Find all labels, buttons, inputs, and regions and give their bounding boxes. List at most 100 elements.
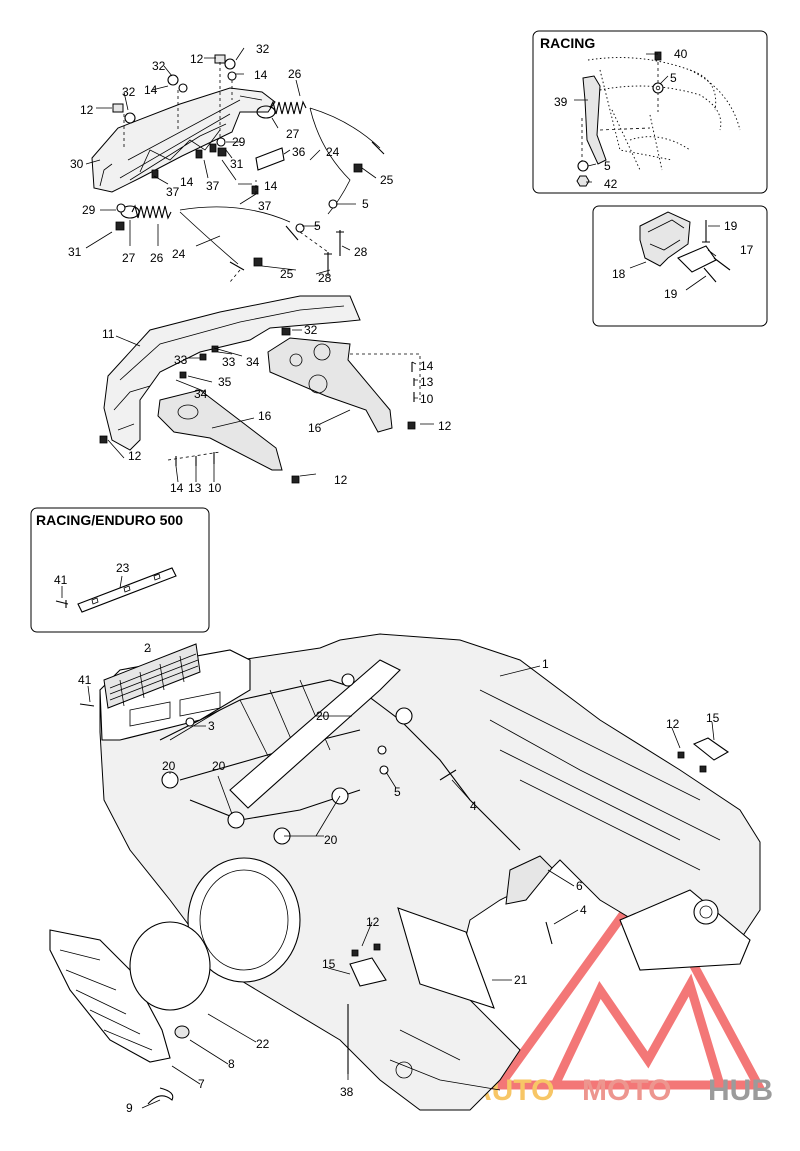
callout-15-a: 15 [706, 711, 720, 725]
bracket-inset-box [592, 205, 768, 327]
bumper-11-lines [113, 305, 345, 431]
callout-26-a: 26 [288, 67, 302, 81]
callout-12-e: 12 [438, 419, 452, 433]
front-panel-windows [129, 691, 221, 727]
racing-inset-box: RACING [532, 30, 768, 194]
bracket-16-right-hole3 [289, 353, 303, 367]
callout-5-e: 5 [394, 785, 401, 799]
callout-12-b: 12 [80, 103, 94, 117]
callout-11: 11 [102, 327, 115, 341]
rear-underside [389, 1029, 501, 1091]
callout-34-a: 34 [246, 355, 260, 369]
callout-17: 17 [740, 243, 754, 257]
pin-9 [147, 1087, 174, 1105]
grommet-20-f [341, 673, 355, 687]
side-panel-7-ribs [59, 949, 153, 1051]
callout-26-b: 26 [150, 251, 164, 265]
callout-32-d: 32 [304, 323, 318, 337]
callout-5-c: 5 [670, 71, 677, 85]
leader-set [61, 47, 720, 1109]
callout-4-b: 4 [580, 903, 587, 917]
callout-2: 2 [144, 641, 151, 655]
callout-40: 40 [674, 47, 688, 61]
washer-5-top-right [328, 199, 338, 209]
callout-5-b: 5 [314, 219, 321, 233]
mid-dashed-leaders [167, 353, 421, 461]
cable-24-top [309, 107, 381, 215]
rivet-19-top [702, 220, 710, 243]
callout-3: 3 [208, 719, 215, 733]
pin-28-bottom [324, 252, 332, 276]
bracket-16-right-hole1 [313, 343, 331, 361]
racing-washer-5-top [652, 82, 664, 94]
callout-28-a: 28 [354, 245, 368, 259]
leader-lines [61, 47, 720, 1109]
callout-32-a: 32 [256, 42, 270, 56]
racing-bracket-39 [582, 75, 607, 165]
callout-18: 18 [612, 267, 626, 281]
side-opening-large [187, 857, 301, 983]
bracket-18 [639, 211, 691, 267]
callout-6: 6 [576, 879, 583, 893]
callout-14-f: 14 [420, 359, 434, 373]
callout-39: 39 [554, 95, 568, 109]
callout-38: 38 [340, 1085, 354, 1099]
racing-dotted-arc [629, 69, 717, 151]
racing-box-frame [532, 30, 768, 194]
bracket-6 [505, 855, 553, 905]
watermark-text-hub: HUB [708, 1074, 773, 1107]
watermark-outer-triangle [491, 871, 766, 1090]
bolt-12-left [112, 103, 124, 113]
callout-25-a: 25 [380, 173, 394, 187]
callout-14-a: 14 [254, 68, 268, 82]
rivet-19-bottom [703, 257, 731, 283]
washer-32-left2 [124, 112, 136, 124]
watermark-text-moto: MOTO [582, 1074, 671, 1107]
callout-labels: 32 12 32 14 12 32 14 26 30 27 29 31 36 2… [54, 42, 754, 1115]
bracket-18-inner [647, 219, 685, 251]
callout-13-b: 13 [420, 375, 434, 389]
bolt-31-set [115, 147, 227, 231]
washer-32-left [167, 74, 179, 86]
callout-41-b: 41 [78, 673, 92, 687]
racing-box-title: RACING [540, 35, 595, 51]
callout-21: 21 [514, 973, 528, 987]
pan-fasteners [185, 717, 389, 775]
tunnel-rail [229, 659, 401, 809]
bracket-36 [255, 147, 285, 171]
grommet-20-a [161, 771, 179, 789]
callout-14-d: 14 [264, 179, 278, 193]
callout-4-a: 4 [470, 799, 477, 813]
callout-19-b: 19 [664, 287, 678, 301]
callout-27-a: 27 [286, 127, 300, 141]
racing-enduro-inset-box: RACING/ENDURO 500 [30, 507, 210, 633]
front-bumper-assembly [99, 295, 421, 484]
bumper-30-end [99, 95, 263, 187]
callout-30: 30 [70, 157, 84, 171]
callout-16-b: 16 [308, 421, 322, 435]
callout-15-b: 15 [322, 957, 336, 971]
callout-32-b: 32 [152, 59, 166, 73]
grommet-20-e [395, 707, 413, 725]
callout-37-b: 37 [166, 185, 180, 199]
callout-16-a: 16 [258, 409, 272, 423]
watermark-inner-m [550, 973, 725, 1087]
callout-28-b: 28 [318, 271, 332, 285]
callout-23: 23 [116, 561, 130, 575]
callout-9: 9 [126, 1101, 133, 1115]
callout-13-a: 13 [188, 481, 202, 495]
callout-42: 42 [604, 177, 618, 191]
callout-5-d: 5 [604, 159, 611, 173]
callout-31-a: 31 [230, 157, 244, 171]
washer-5-bottom-right [295, 223, 305, 233]
callout-20-d: 20 [324, 833, 338, 847]
callout-41-a: 41 [54, 573, 68, 587]
rear-eye [693, 899, 719, 925]
callout-29-a: 29 [232, 135, 246, 149]
nuts-12-pan [351, 751, 707, 957]
cable-end-bottom [229, 225, 299, 271]
grille-2-mesh [109, 653, 199, 707]
callout-22: 22 [256, 1037, 270, 1051]
bracket-16-left-hole [177, 404, 199, 420]
callout-32-c: 32 [122, 85, 136, 99]
